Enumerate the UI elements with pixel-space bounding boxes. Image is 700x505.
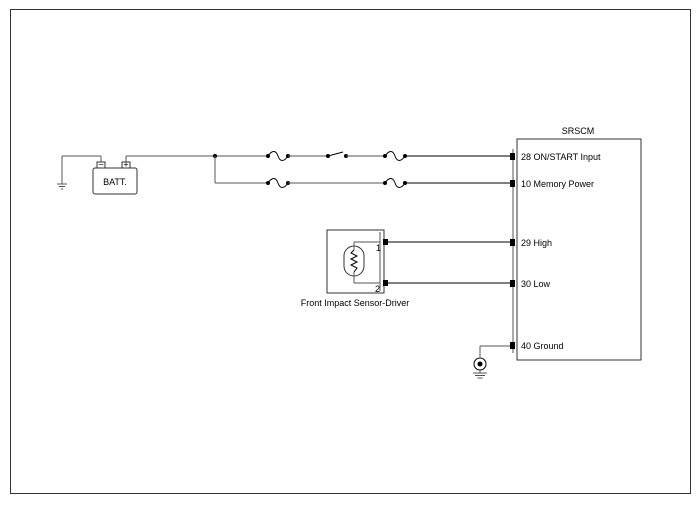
sensor-label: Front Impact Sensor-Driver [301, 298, 410, 308]
pin-28-label: 28 ON/START Input [521, 152, 601, 162]
pin-29-label: 29 High [521, 238, 552, 248]
battery-ground-icon [57, 156, 67, 190]
srscm-module: SRSCM 28 ON/START Input 10 Memory Power … [510, 126, 642, 361]
battery: − + BATT. [57, 155, 138, 195]
switch-icon [327, 151, 344, 157]
fuse-icon [384, 151, 406, 161]
battery-label: BATT. [103, 177, 127, 187]
pin-10-label: 10 Memory Power [521, 179, 594, 189]
pin-40-label: 40 Ground [521, 341, 564, 351]
fuse-icon [267, 151, 289, 161]
ground-icon [473, 345, 512, 379]
battery-body [92, 167, 138, 195]
module-title: SRSCM [562, 126, 595, 136]
sensor-pin-2: 2 [375, 284, 380, 294]
front-impact-sensor: 1 2 Front Impact Sensor-Driver [301, 229, 410, 308]
battery-positive-symbol: + [123, 160, 128, 170]
power-wires [126, 151, 512, 188]
sensor-pin-1: 1 [376, 243, 381, 253]
battery-negative-symbol: − [98, 160, 103, 170]
diagram-frame [10, 9, 691, 494]
fuse-icon [267, 178, 289, 188]
pin-30-label: 30 Low [521, 279, 551, 289]
module-body [516, 138, 642, 361]
fuse-icon [384, 178, 406, 188]
